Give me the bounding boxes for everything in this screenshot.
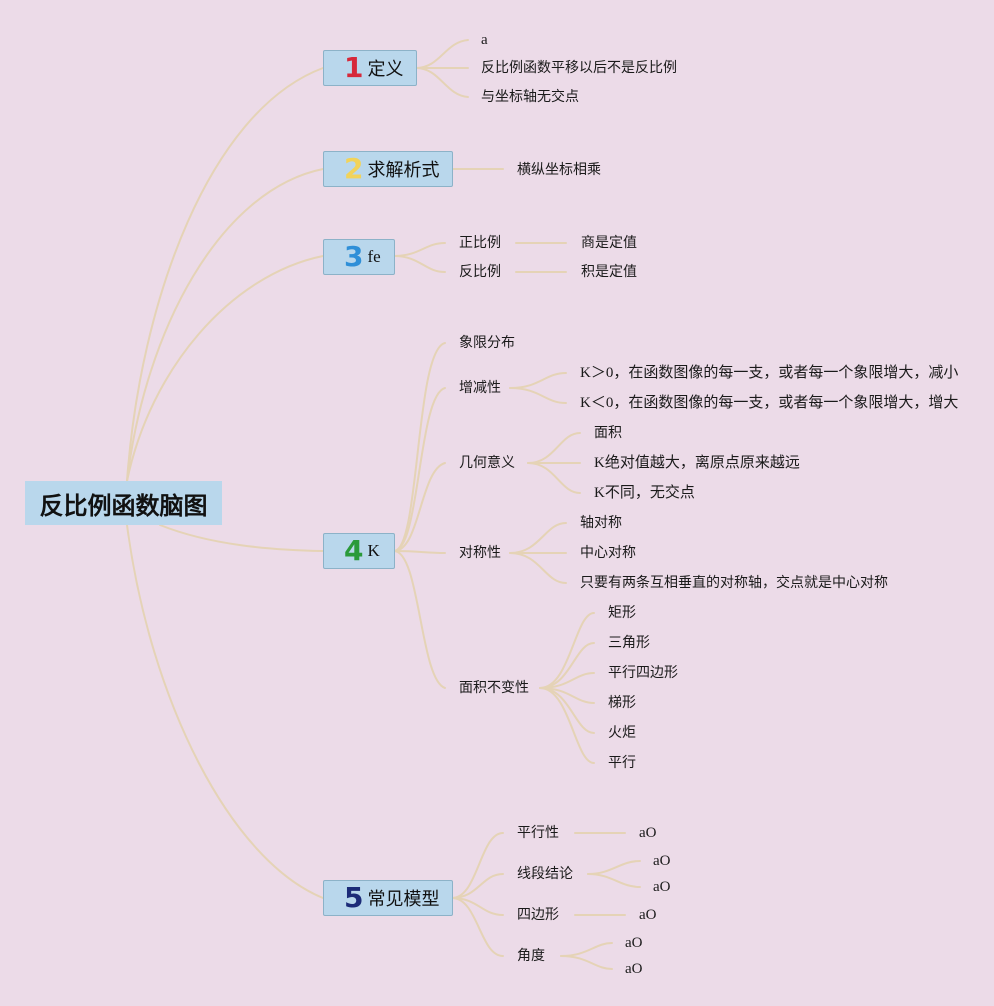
link-root-topic3	[126, 255, 324, 482]
link-root-topic4	[159, 524, 324, 552]
link-t4-c2-g2	[509, 387, 567, 404]
link-t4-c5	[393, 550, 446, 689]
link-t3-c2	[393, 255, 446, 273]
topic-label: 常见模型	[367, 889, 440, 910]
subtopic[interactable]: 与坐标轴无交点	[481, 89, 579, 105]
topic-number-badge: 5	[344, 881, 364, 914]
detail-item[interactable]: 矩形	[608, 605, 636, 621]
topic-label: fe	[367, 247, 381, 266]
link-t5-c4-g2	[560, 955, 613, 970]
detail-item[interactable]: K＞0，在函数图像的每一支，或者每一个象限增大，减小	[580, 365, 959, 381]
topic-label: 定义	[367, 59, 404, 80]
detail-item[interactable]: 火炬	[608, 725, 636, 741]
link-t4-c4	[393, 550, 446, 554]
subtopic[interactable]: 增减性	[459, 380, 501, 396]
link-t1-c3	[415, 67, 469, 98]
subtopic[interactable]: 反比例	[459, 264, 501, 280]
detail-item[interactable]: 轴对称	[580, 515, 622, 531]
detail-item[interactable]: aO	[653, 853, 671, 869]
subtopic[interactable]: 面积不变性	[459, 680, 529, 696]
link-root-topic1	[126, 67, 324, 482]
detail-item[interactable]: 平行四边形	[608, 665, 678, 681]
detail-item[interactable]: aO	[625, 935, 643, 951]
detail-item[interactable]: 三角形	[608, 635, 650, 651]
subtopic[interactable]: 平行性	[517, 825, 559, 841]
link-t4-c2	[393, 387, 446, 552]
subtopic[interactable]: 横纵坐标相乘	[517, 162, 601, 178]
link-t4-c5-g6	[539, 687, 595, 764]
subtopic[interactable]: 四边形	[517, 907, 559, 923]
topic-1-definition[interactable]: 1 定义	[323, 50, 417, 86]
subtopic[interactable]: a	[481, 32, 488, 48]
topic-label: K	[367, 541, 380, 560]
link-t4-c4-g3	[509, 552, 567, 584]
link-t4-c5-g2	[539, 642, 595, 689]
link-t5-c1	[451, 832, 504, 899]
detail-item[interactable]: 只要有两条互相垂直的对称轴，交点就是中心对称	[580, 575, 888, 591]
detail-item[interactable]: 梯形	[608, 695, 636, 711]
subtopic[interactable]: 对称性	[459, 545, 501, 561]
link-root-topic2	[126, 168, 324, 482]
topic-4-k[interactable]: 4 K	[323, 533, 395, 569]
link-t4-c5-g1	[539, 612, 595, 689]
topic-number-badge: 2	[344, 152, 364, 185]
link-t4-c3-g3	[527, 462, 581, 494]
link-t4-c4-g1	[509, 522, 567, 554]
detail-item[interactable]: aO	[639, 907, 657, 923]
link-t3-c1	[393, 242, 446, 257]
subtopic[interactable]: 线段结论	[517, 866, 573, 882]
link-t1-c1	[415, 39, 469, 69]
detail-item[interactable]: 面积	[594, 425, 622, 441]
subtopic[interactable]: 反比例函数平移以后不是反比例	[481, 60, 677, 76]
subtopic[interactable]: 角度	[517, 948, 545, 964]
link-t4-c3-g1	[527, 432, 581, 464]
detail-item[interactable]: aO	[639, 825, 657, 841]
link-root-topic5	[126, 524, 324, 899]
topic-number-badge: 1	[344, 51, 364, 84]
detail-item[interactable]: K绝对值越大，离原点原来越远	[594, 455, 800, 471]
link-t4-c5-g5	[539, 687, 595, 734]
topic-5-common-models[interactable]: 5 常见模型	[323, 880, 453, 916]
link-t5-c2-g1	[587, 860, 641, 875]
subtopic[interactable]: 象限分布	[459, 335, 515, 351]
link-t4-c1	[393, 342, 446, 552]
link-t5-c4-g1	[560, 942, 613, 957]
link-t4-c3	[393, 462, 446, 552]
topic-2-find-expression[interactable]: 2 求解析式	[323, 151, 453, 187]
link-t5-c2-g2	[587, 873, 641, 888]
link-t4-c2-g1	[509, 372, 567, 389]
link-t5-c2	[451, 873, 504, 899]
topic-3-fe[interactable]: 3 fe	[323, 239, 395, 275]
detail-item[interactable]: K不同，无交点	[594, 485, 695, 501]
link-t5-c4	[451, 897, 504, 957]
detail-item[interactable]: aO	[653, 879, 671, 895]
detail-item[interactable]: aO	[625, 961, 643, 977]
detail-item[interactable]: 中心对称	[580, 545, 636, 561]
detail-item[interactable]: K＜0，在函数图像的每一支，或者每一个象限增大，增大	[580, 395, 959, 411]
subtopic[interactable]: 几何意义	[459, 455, 515, 471]
topic-number-badge: 3	[344, 240, 364, 273]
topic-label: 求解析式	[367, 160, 440, 181]
root-topic[interactable]: 反比例函数脑图	[25, 481, 222, 525]
detail-item[interactable]: 商是定值	[581, 235, 637, 251]
detail-item[interactable]: 平行	[608, 755, 636, 771]
detail-item[interactable]: 积是定值	[581, 264, 637, 280]
topic-number-badge: 4	[344, 534, 364, 567]
subtopic[interactable]: 正比例	[459, 235, 501, 251]
